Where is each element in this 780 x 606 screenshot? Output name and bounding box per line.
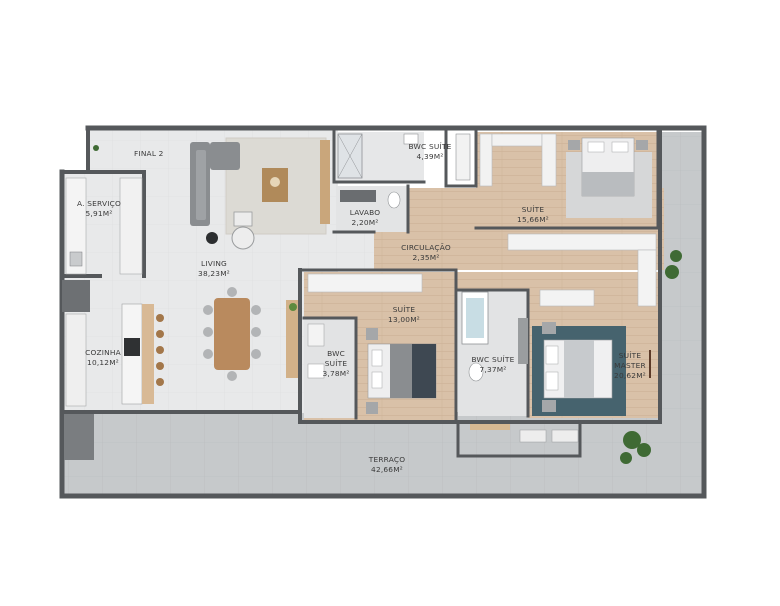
area-suite-master: 20,62M² bbox=[614, 371, 646, 380]
area-lavabo: 2,20M² bbox=[352, 218, 379, 227]
label-final: FINAL 2 bbox=[134, 149, 164, 158]
corridor-wardrobe bbox=[507, 233, 657, 307]
label-suite-master-2: MASTER bbox=[614, 361, 646, 370]
living-furniture bbox=[190, 140, 330, 381]
label-circulacao: CIRCULAÇÃO bbox=[401, 243, 451, 252]
label-living: LIVING bbox=[201, 259, 227, 268]
area-bwc-suite-left: 3,78M² bbox=[323, 369, 350, 378]
area-servico: 5,91M² bbox=[86, 209, 113, 218]
area-suite-mid: 13,00M² bbox=[388, 315, 420, 324]
label-bwc-suite-left-2: SUÍTE bbox=[325, 359, 348, 368]
label-suite-master-1: SUÍTE bbox=[619, 351, 642, 360]
label-cozinha: COZINHA bbox=[85, 348, 121, 357]
label-lavabo: LAVABO bbox=[350, 208, 380, 217]
terrace-furniture bbox=[470, 424, 579, 443]
kitchen-furniture bbox=[62, 177, 164, 460]
area-suite-top: 15,66M² bbox=[517, 215, 549, 224]
label-bwc-suite-top: BWC SUÍTE bbox=[409, 142, 452, 151]
suite-mid-furniture bbox=[307, 273, 437, 414]
suite-top-furniture bbox=[479, 133, 648, 197]
area-bwc-suite-top: 4,39M² bbox=[417, 152, 444, 161]
label-suite-mid: SUÍTE bbox=[393, 305, 416, 314]
terrace-area bbox=[62, 132, 704, 496]
area-bwc-suite-right: 7,37M² bbox=[480, 365, 507, 374]
area-circulacao: 2,35M² bbox=[413, 253, 440, 262]
label-suite-top: SUÍTE bbox=[522, 205, 545, 214]
master-suite-furniture bbox=[542, 322, 651, 412]
label-bwc-suite-right: BWC SUÍTE bbox=[472, 355, 515, 364]
bwc-right-fixtures bbox=[461, 289, 595, 382]
area-cozinha: 10,12M² bbox=[87, 358, 119, 367]
bathroom-top-fixtures bbox=[337, 133, 471, 209]
plant-icon bbox=[93, 145, 682, 464]
label-servico: A. SERVIÇO bbox=[77, 199, 121, 208]
walls bbox=[59, 125, 707, 499]
label-terraco: TERRAÇO bbox=[368, 455, 405, 464]
area-living: 38,23M² bbox=[198, 269, 230, 278]
area-terraco: 42,66M² bbox=[371, 465, 403, 474]
label-bwc-suite-left-1: BWC bbox=[327, 349, 345, 358]
